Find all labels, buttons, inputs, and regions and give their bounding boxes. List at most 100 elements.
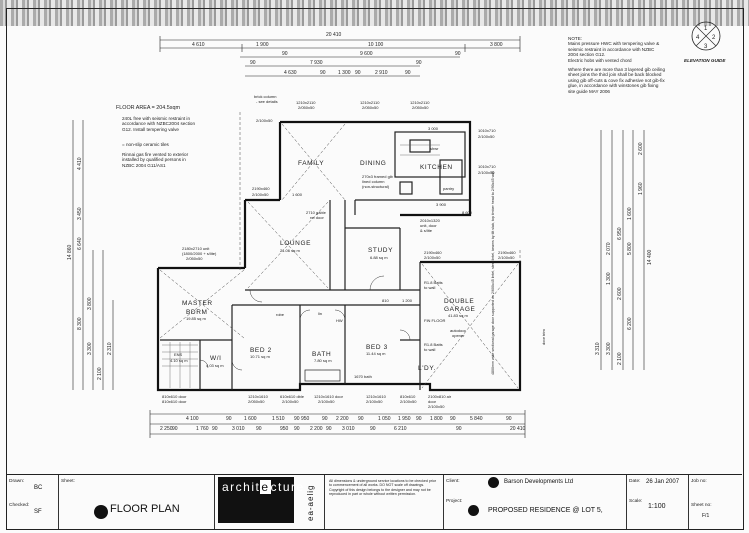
dim-right-7: 2 070 [606, 242, 612, 255]
notes-line-9: site guide MAY 2006 [568, 88, 610, 94]
lbl-d1210bb: 2/100x50 [318, 399, 335, 404]
lbl-r18-1: R1.8 Batts [424, 280, 443, 285]
lbl-d610b: 2/100x50 [282, 399, 299, 404]
tb-disclaimer-cell: All dimensions & underground service loc… [324, 475, 444, 529]
dim-bottom-5: 90 950 [294, 416, 310, 422]
room-bed2-area: 10.71 sq m [250, 354, 270, 359]
project-dot [468, 505, 479, 516]
lbl-d810b: 810x610 door [162, 394, 187, 399]
elevation-guide-label: ELEVATION GUIDE [684, 58, 726, 63]
room-garage-area: 41.83 sq m [448, 313, 468, 318]
dim-bottom-26: 3 010 [342, 426, 355, 432]
notes-line-2: seismic restraint in accordance with NZB… [568, 46, 655, 52]
elev-num-4: 4 [696, 35, 700, 41]
lbl-d2190rb: 2/100x50 [424, 255, 441, 260]
note-hwc: 240L free with seismic restraint in acco… [122, 116, 196, 132]
job-label: Job no: [691, 479, 707, 484]
dim-right-10: 6 200 [627, 317, 633, 330]
door-swings [199, 275, 411, 371]
drawn-value: BC [34, 485, 43, 491]
room-master-area: 19.85 sq m [186, 316, 206, 321]
room-kitchen: KITCHEN [420, 164, 453, 171]
room-double: DOUBLE [444, 298, 474, 305]
dim-top-4: 3 800 [490, 42, 503, 48]
tile-hatch [162, 144, 440, 388]
dim-bottom-3: 1 600 [244, 416, 257, 422]
room-shwr: shwr [430, 146, 439, 151]
dim-bottom-19: 90 [212, 426, 218, 432]
room-ens: ENS [174, 352, 183, 357]
interior-walls [160, 131, 470, 390]
dim-top-1: 4 610 [192, 42, 205, 48]
lbl-d2100c: 2/100x50 [428, 404, 445, 409]
dim-left-6: 3 800 [87, 297, 93, 310]
lbl-d2190: 2190x460 [252, 186, 270, 191]
lbl-window-top-3: 1210x2110 [410, 100, 430, 105]
dim-top-11: 4 630 [284, 70, 297, 76]
lbl-ref-door: ref door [310, 215, 324, 220]
notes-line-7: using gib off-cuts & cove fix adhesive n… [568, 77, 665, 83]
lbl-d810: 810 [382, 298, 389, 303]
project-label: Project: [446, 499, 463, 504]
dim-left-9: 2 310 [107, 342, 113, 355]
dim-bottom-15: 90 [506, 416, 512, 422]
lbl-d1200: 1 200 [402, 298, 413, 303]
room-bed2: BED 2 [250, 347, 272, 354]
dim-bottom-21: 90 [256, 426, 262, 432]
notes-line-3: 2004 section G12. [568, 52, 606, 58]
lbl-d810db: 2/100x50 [400, 399, 417, 404]
dim-bottom-28: 6 210 [394, 426, 407, 432]
lbl-d2100b: door [428, 399, 437, 404]
scale-label: Scale: [629, 499, 643, 504]
scan-noise-band [0, 0, 749, 26]
dim-top-6: 9 600 [360, 51, 373, 57]
notes-heading: NOTE: [568, 36, 583, 41]
dim-top-7: 90 [455, 51, 461, 57]
dim-left-1: 14 860 [67, 244, 73, 260]
lbl-wall: 2/100x50 [256, 118, 273, 123]
lbl-window-right-2b: 2/100x50 [478, 170, 495, 175]
lbl-window-top-1b: 2/050x50 [298, 105, 315, 110]
note-ceramic: = non-slip ceramic tiles [122, 142, 169, 147]
room-garage: GARAGE [444, 306, 475, 313]
lbl-lin: lin [318, 311, 322, 316]
firm-logo-text: architecture [222, 480, 305, 494]
room-dining: DINING [360, 160, 386, 167]
lbl-window-top-2b: 2/050x50 [362, 105, 379, 110]
elev-num-3: 3 [704, 44, 708, 50]
lbl-d810d: 810x610 [400, 394, 416, 399]
firm-logo-part-3: cture [270, 480, 305, 494]
lbl-see-details: - see details [256, 99, 278, 104]
dim-top-16: 90 [405, 70, 411, 76]
lbl-d8600: 8 600 [462, 210, 473, 215]
room-pantry: pantry [443, 186, 454, 191]
dim-bottom-10: 1 950 [398, 416, 411, 422]
note-gas-fire: Rinnai gas fire vented to exterior insta… [122, 152, 189, 168]
room-lounge: LOUNGE [280, 240, 311, 247]
floor-area-label: FLOOR AREA = 204.5sqm [116, 105, 180, 111]
dim-bottom-30: 20 410 [510, 426, 526, 432]
elev-num-1: 1 [704, 26, 708, 32]
checked-value: SF [34, 509, 42, 515]
dim-right-8: 1 300 [606, 272, 612, 285]
lbl-garage-note: 4800mm wide sectional garage door suppor… [491, 171, 495, 375]
lbl-hw: HW [336, 318, 343, 323]
dim-right-6: 5 800 [627, 242, 633, 255]
lbl-unit-2180b: (1800/2000 + s/lite) [182, 251, 217, 256]
sheetno-label: Sheet no: [691, 503, 712, 508]
lbl-beam-b: lined column [362, 179, 384, 184]
firm-logo-part-2: e [260, 480, 271, 494]
right-dims: 14 400 2 600 1 960 1 600 6 950 5 800 2 0… [595, 142, 653, 365]
lbl-d2190r: 2190x460 [424, 250, 442, 255]
lbl-d2010c: & s/lite [420, 228, 433, 233]
room-study-area: 6.88 sq m [370, 255, 388, 260]
project-value: PROPOSED RESIDENCE @ LOT 5, [488, 507, 603, 514]
notes-line-5: Where there are more than 3 layered gib … [568, 67, 666, 73]
lbl-fin-floor: FIN FLOOR [424, 318, 445, 323]
elev-num-2: 2 [712, 35, 716, 41]
dim-top-10: 90 [416, 60, 422, 66]
notes-line-1: Mains pressure HWC with tempering valve … [568, 41, 660, 47]
checked-label: Checked: [9, 503, 30, 508]
room-bath: BATH [312, 351, 331, 358]
